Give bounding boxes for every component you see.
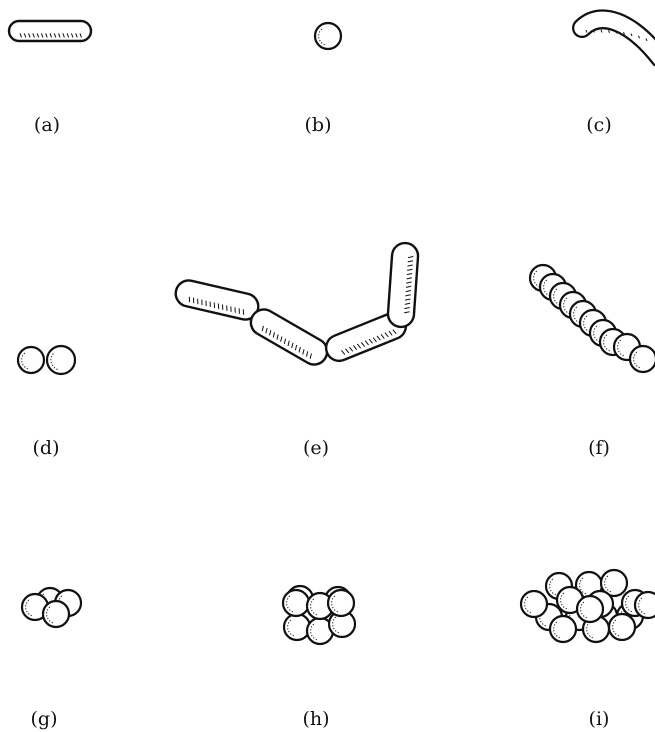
curved-rod-cell (582, 19, 655, 58)
coccus-cell (550, 616, 576, 642)
coccus-cell (630, 346, 655, 372)
coccus-cell (283, 590, 309, 616)
panel-label-f: (f) (588, 437, 610, 459)
panel-label-b: (b) (305, 114, 332, 136)
panel-i-staphylococci (521, 570, 655, 642)
panel-label-a: (a) (34, 114, 60, 136)
panel-label-g: (g) (31, 708, 58, 730)
panel-h-sarcina (283, 586, 355, 644)
panel-label-i: (i) (589, 708, 610, 730)
coccus-cell (328, 590, 354, 616)
panel-label-d: (d) (33, 437, 60, 459)
panel-d-diplococci (18, 346, 75, 374)
coccus-cell (315, 23, 341, 49)
coccus-cell (635, 592, 655, 618)
rod-cell (9, 21, 91, 41)
panel-b-single-coccus (315, 23, 341, 49)
coccus-cell (43, 601, 69, 627)
rod-cell (246, 305, 332, 370)
coccus-cell (577, 596, 603, 622)
rod-cell (173, 278, 261, 322)
coccus-cell (609, 614, 635, 640)
panel-g-tetrad (22, 588, 81, 627)
panel-c-curved-rod (582, 19, 655, 58)
coccus-cell (47, 346, 75, 374)
coccus-cell (18, 347, 44, 373)
rod-cell (387, 242, 419, 328)
panel-label-e: (e) (303, 437, 329, 459)
panel-label-h: (h) (302, 708, 329, 730)
panel-e-rod-chain (173, 242, 419, 369)
coccus-cell (284, 614, 310, 640)
panel-f-streptococci (530, 265, 655, 372)
coccus-cell (521, 591, 547, 617)
panel-label-c: (c) (586, 114, 611, 136)
panel-a-single-rod (9, 21, 91, 41)
